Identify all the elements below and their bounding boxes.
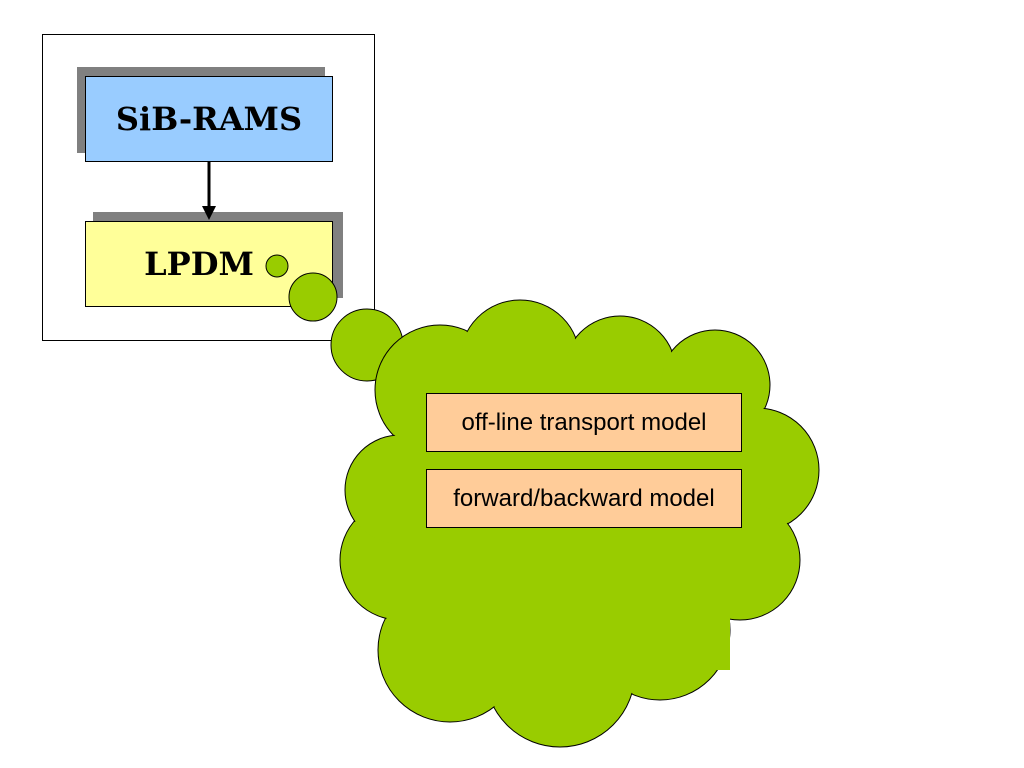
cloud-item-offline-transport: off-line transport model xyxy=(426,393,742,452)
sib-rams-box: SiB-RAMS xyxy=(85,76,333,162)
lpdm-box: LPDM xyxy=(85,221,333,307)
cloud-item-label: forward/backward model xyxy=(453,484,715,512)
lpdm-label: LPDM xyxy=(144,245,254,283)
sib-rams-label: SiB-RAMS xyxy=(115,100,303,138)
cloud-item-label: off-line transport model xyxy=(461,408,707,436)
cloud-item-forward-backward: forward/backward model xyxy=(426,469,742,528)
